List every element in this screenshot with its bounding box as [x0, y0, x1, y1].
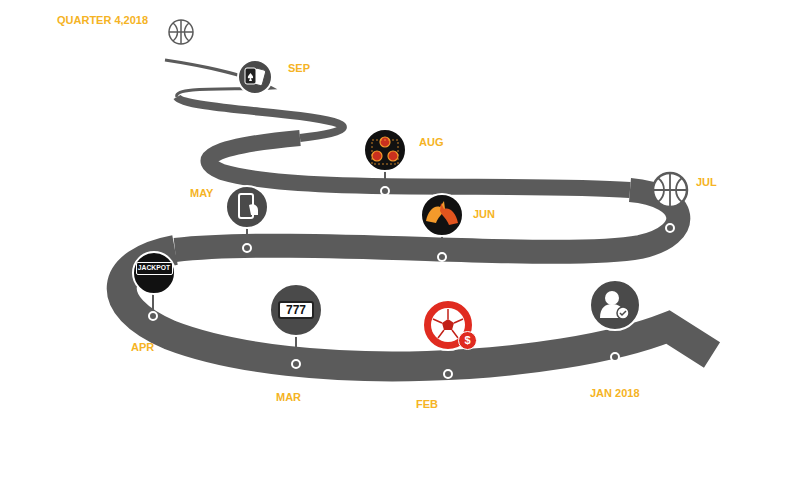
month-label: MAY	[190, 188, 213, 199]
month-label: JUN	[473, 209, 495, 220]
node-text: 777	[286, 304, 306, 316]
month-label: QUARTER 4,2018	[57, 15, 148, 26]
slot-reels: 777	[278, 301, 314, 319]
month-label: MAR	[276, 392, 301, 403]
month-label: JUL	[696, 177, 717, 188]
jackpot-badge: JACKPOT	[136, 262, 173, 275]
month-label: AUG	[419, 137, 443, 148]
month-label: JAN 2018	[590, 388, 640, 399]
month-label: APR	[131, 342, 154, 353]
node-text: JACKPOT	[138, 265, 170, 272]
month-label: FEB	[416, 399, 438, 410]
dollar-badge: $	[458, 331, 477, 350]
month-label: SEP	[288, 63, 310, 74]
node-text: $	[464, 335, 470, 346]
